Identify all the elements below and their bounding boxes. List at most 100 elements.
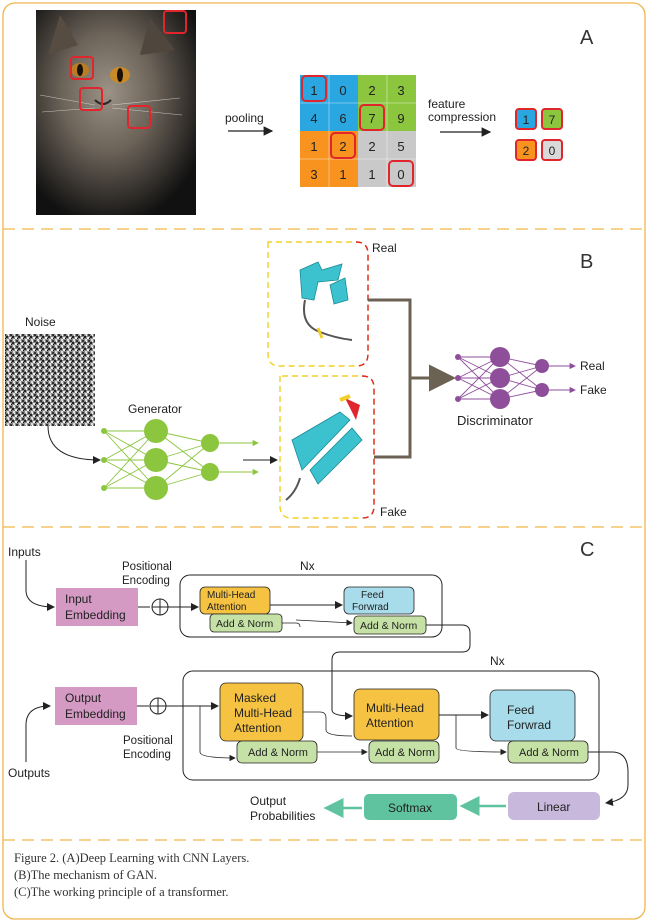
caption-line-2: (B)The mechanism of GAN. <box>14 868 158 882</box>
real-sample <box>267 241 369 367</box>
feature-grid: 1 0 2 3 4 6 7 9 1 2 2 5 3 1 1 0 <box>300 75 416 187</box>
fake-label: Fake <box>380 505 407 519</box>
grid-cell: 1 <box>310 139 317 154</box>
output-emb-line2: Embedding <box>65 707 126 721</box>
cat-photo <box>36 10 196 215</box>
pos-enc-label-2b: Encoding <box>123 749 171 761</box>
pooled-cell: 2 <box>523 144 530 158</box>
input-emb-line1: Input <box>65 592 92 606</box>
out-prob-1: Output <box>250 794 287 808</box>
dec-add-norm-3-label: Add & Norm <box>519 747 579 759</box>
panel-b: B Noise Generator <box>5 241 607 519</box>
real-merge-line <box>368 298 412 378</box>
figure-caption: Figure 2. (A)Deep Learning with CNN Laye… <box>14 850 614 901</box>
generator-nodes <box>101 419 219 500</box>
generator-network <box>103 430 259 489</box>
pooled-cell: 7 <box>549 113 556 127</box>
panel-c: C Inputs Positional Encoding Input Embed… <box>8 539 629 823</box>
caption-line-1: Figure 2. (A)Deep Learning with CNN Laye… <box>14 851 250 865</box>
input-emb-line2: Embedding <box>65 608 126 622</box>
encoder-block <box>179 574 443 638</box>
grid-cell: 1 <box>368 167 375 182</box>
inputs-arrow <box>25 560 55 611</box>
dec-ff-1: Feed <box>507 703 534 717</box>
grid-cell: 7 <box>368 111 375 126</box>
disc-out-fake: Fake <box>580 383 607 397</box>
compression-label: compression <box>428 110 496 124</box>
dec-mmha-3: Attention <box>234 721 281 735</box>
to-linear-arrow <box>588 751 629 807</box>
encoder-nx-label: Nx <box>300 559 315 573</box>
fake-merge-line <box>374 378 412 459</box>
discriminator-network <box>457 356 576 400</box>
discriminator-nodes <box>455 347 549 409</box>
pos-enc-add-icon-2 <box>149 697 167 715</box>
enc-add-norm-1-label: Add & Norm <box>216 618 273 630</box>
pooling-label: pooling <box>225 111 264 125</box>
grid-cell: 0 <box>339 83 346 98</box>
dec-add-norm-2 <box>368 740 440 764</box>
dec-mmha-2: Multi-Head <box>234 706 292 720</box>
grid-cell: 3 <box>310 167 317 182</box>
dec-add-norm-2-label: Add & Norm <box>375 747 435 759</box>
fake-sample <box>279 375 375 519</box>
outputs-arrow <box>25 702 51 762</box>
grid-cell: 9 <box>397 111 404 126</box>
inputs-label: Inputs <box>8 545 41 559</box>
grid-cell: 2 <box>368 139 375 154</box>
pos-enc-label-1a: Positional <box>122 561 172 573</box>
pos-enc-label-2a: Positional <box>123 735 173 747</box>
real-label: Real <box>372 241 397 255</box>
noise-label: Noise <box>25 315 56 329</box>
grid-cell: 4 <box>310 111 317 126</box>
input-embedding <box>56 588 138 626</box>
grid-cell: 5 <box>397 139 404 154</box>
dec-ff-2: Forwrad <box>507 718 551 732</box>
generator-label: Generator <box>128 402 182 416</box>
pooled-cell: 0 <box>549 144 556 158</box>
enc-mha-2: Attention <box>207 602 246 613</box>
panel-a: A pooling <box>36 10 594 215</box>
pooled-grid: 1 7 2 0 <box>515 108 563 161</box>
dec-add-norm-1-label: Add & Norm <box>248 747 308 759</box>
grid-cell: 1 <box>339 167 346 182</box>
grid-cell: 0 <box>397 167 404 182</box>
enc-mha-1: Multi-Head <box>207 590 255 601</box>
panel-letter-a: A <box>580 27 594 49</box>
decoder-block <box>182 670 600 781</box>
panel-letter-c: C <box>580 539 594 561</box>
enc-ff-1: Feed <box>361 590 384 601</box>
dec-mha-1: Multi-Head <box>366 701 424 715</box>
outputs-label: Outputs <box>8 766 50 780</box>
grid-cell: 1 <box>310 83 317 98</box>
output-embedding <box>55 687 137 725</box>
pooled-cell: 1 <box>523 113 530 127</box>
softmax-label: Softmax <box>388 801 432 815</box>
enc-ff <box>343 586 415 615</box>
noise-arrow <box>47 425 101 464</box>
grid-cell: 2 <box>339 139 346 154</box>
pos-enc-add-icon <box>151 598 169 616</box>
grid-cell: 2 <box>368 83 375 98</box>
linear-label: Linear <box>537 800 570 814</box>
dec-mha-2: Attention <box>366 716 413 730</box>
feature-label: feature <box>428 97 466 111</box>
pos-enc-label-1b: Encoding <box>122 575 170 587</box>
caption-line-3: (C)The working principle of a transforme… <box>14 885 229 899</box>
discriminator-label: Discriminator <box>457 413 534 428</box>
out-prob-2: Probabilities <box>250 809 315 823</box>
grid-cell: 3 <box>397 83 404 98</box>
decoder-nx-label: Nx <box>490 654 505 668</box>
panel-letter-b: B <box>580 251 593 273</box>
enc-ff-2: Forwrad <box>352 602 389 613</box>
noise-image <box>5 334 95 426</box>
softmax-box <box>364 794 457 820</box>
grid-cell: 6 <box>339 111 346 126</box>
enc-add-norm-2-label: Add & Norm <box>360 620 417 632</box>
disc-out-real: Real <box>580 359 605 373</box>
output-emb-line1: Output <box>65 691 102 705</box>
linear-box <box>508 792 600 820</box>
dec-mmha-1: Masked <box>234 691 276 705</box>
